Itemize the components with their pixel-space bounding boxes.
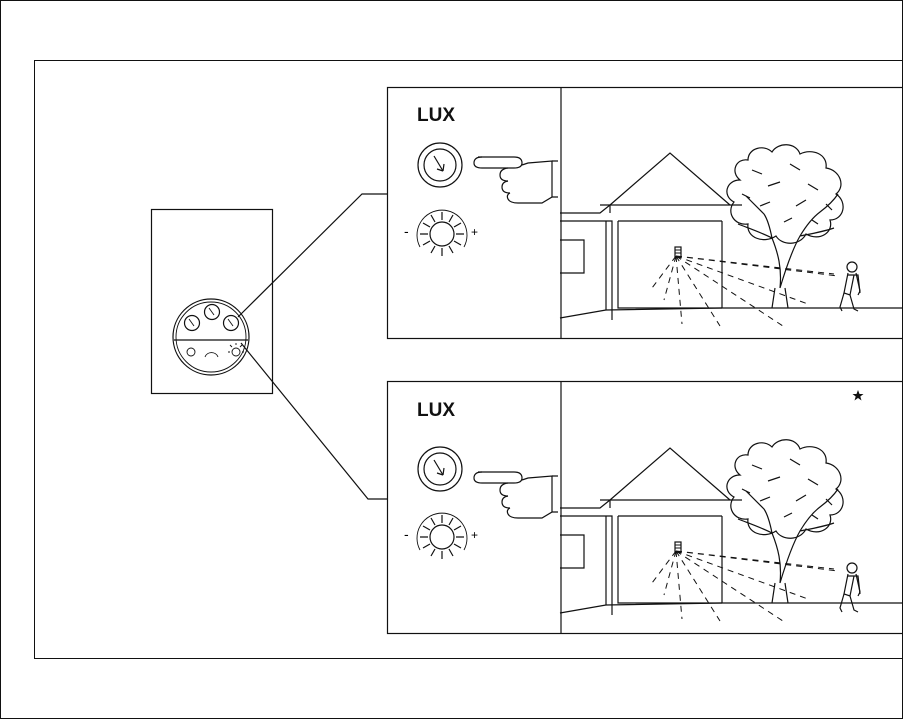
detection-beams-bottom <box>651 550 839 624</box>
lux-label-top: LUX <box>417 105 455 126</box>
callout-line-top <box>237 193 387 318</box>
pointing-hand-icon-top <box>473 156 559 204</box>
minus-symbol-top: - <box>404 223 409 239</box>
pointing-hand-icon-bottom <box>473 471 559 519</box>
inner-frame <box>34 60 903 659</box>
person-icon-top <box>839 261 861 312</box>
callout-line-bottom <box>240 342 387 500</box>
person-icon-bottom <box>839 562 861 613</box>
dial-icon-top <box>417 142 463 188</box>
sun-icon-top <box>416 209 468 257</box>
house-icon-top <box>559 152 903 321</box>
star-icon <box>852 390 864 401</box>
plus-symbol-bottom: + <box>471 528 478 542</box>
detection-beams-top <box>651 255 839 329</box>
minus-symbol-bottom: - <box>404 526 409 542</box>
sensor-icon-bottom <box>674 541 682 553</box>
plus-symbol-top: + <box>471 225 478 239</box>
panel-top: LUX - + <box>386 86 903 340</box>
lux-label-bottom: LUX <box>417 400 455 421</box>
dial-icon-bottom <box>417 446 463 492</box>
panel-bottom: LUX - + <box>386 380 903 635</box>
sun-icon-bottom <box>416 512 468 560</box>
sensor-device <box>150 208 274 395</box>
device-dial-icon <box>183 303 244 358</box>
sensor-icon-top <box>674 246 682 258</box>
tree-icon-top <box>726 144 844 309</box>
tree-icon-bottom <box>726 439 844 604</box>
